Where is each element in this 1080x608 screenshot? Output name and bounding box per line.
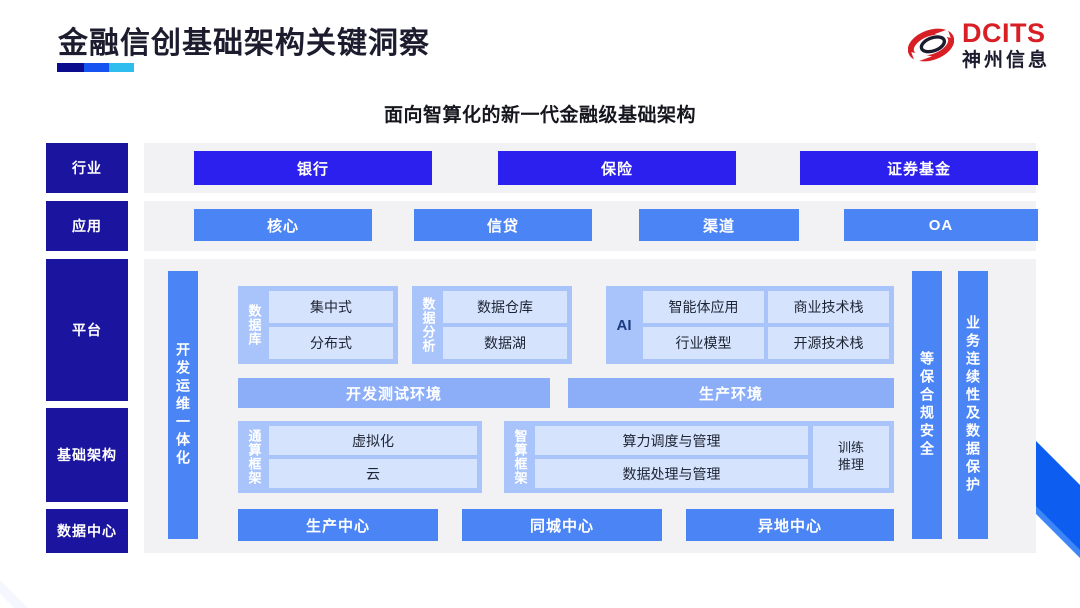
sidebar-item-datacenter[interactable]: 数据中心: [46, 509, 128, 553]
ai-item-opensource-stack[interactable]: 开源技术栈: [768, 327, 889, 359]
application-chip-oa[interactable]: OA: [844, 209, 1038, 241]
general-compute-item-virtualization[interactable]: 虚拟化: [269, 426, 477, 455]
datacenter-chip-production[interactable]: 生产中心: [238, 509, 438, 541]
group-intelligent-compute-label: 智算框架: [512, 429, 528, 485]
layer-label-column: 行业 应用 平台 基础架构 数据中心: [46, 143, 128, 568]
industry-chip-insurance[interactable]: 保险: [498, 151, 736, 185]
title-accent-underline: [57, 63, 134, 72]
application-chip-core[interactable]: 核心: [194, 209, 372, 241]
analysis-item-warehouse[interactable]: 数据仓库: [443, 291, 567, 323]
datacenter-chip-metro[interactable]: 同城中心: [462, 509, 662, 541]
group-ai-label: AI: [616, 316, 632, 334]
ai-item-commercial-stack[interactable]: 商业技术栈: [768, 291, 889, 323]
train-label: 训练: [837, 440, 864, 456]
datacenter-chip-remote[interactable]: 异地中心: [686, 509, 894, 541]
ai-item-agent-app[interactable]: 智能体应用: [643, 291, 764, 323]
group-general-compute-label: 通算框架: [246, 429, 262, 485]
pillar-business-continuity[interactable]: 业务连续性及数据保护: [958, 271, 988, 539]
logo-wordmark: DCITS 神州信息: [961, 18, 1050, 71]
sidebar-item-industry[interactable]: 行业: [46, 143, 128, 193]
brand-logo: DCITS 神州信息: [907, 18, 1050, 71]
group-intelligent-compute-framework: 智算框架 算力调度与管理 数据处理与管理 训练 推理: [504, 421, 894, 493]
industry-chip-bank[interactable]: 银行: [194, 151, 432, 185]
intelligent-compute-item-scheduling[interactable]: 算力调度与管理: [535, 426, 808, 455]
logo-text-cn: 神州信息: [961, 50, 1050, 71]
page-subtitle: 面向智算化的新一代金融级基础架构: [383, 105, 696, 126]
sidebar-item-application[interactable]: 应用: [46, 201, 128, 251]
pillar-devops[interactable]: 开发运维一体化: [168, 271, 198, 539]
analysis-item-datalake[interactable]: 数据湖: [443, 327, 567, 359]
dcits-swirl-logo-icon: [907, 22, 955, 68]
group-data-analysis-label: 数据分析: [420, 297, 436, 353]
sidebar-item-platform[interactable]: 平台: [46, 259, 128, 401]
group-database: 数据库 集中式 分布式: [238, 286, 398, 364]
application-chip-channel[interactable]: 渠道: [639, 209, 799, 241]
page-title: 金融信创基础架构关键洞察: [58, 27, 430, 60]
pillar-compliance-security[interactable]: 等保合规安全: [912, 271, 942, 539]
general-compute-item-cloud[interactable]: 云: [269, 459, 477, 488]
ai-item-industry-model[interactable]: 行业模型: [643, 327, 764, 359]
database-item-distributed[interactable]: 分布式: [269, 327, 393, 359]
architecture-diagram: 行业 应用 平台 基础架构 数据中心 银行 保险 证券基金 核心 信贷 渠道 O…: [46, 143, 1038, 568]
page-header: 金融信创基础架构关键洞察 DCITS 神州信息: [0, 0, 1080, 90]
environment-bar-dev-test[interactable]: 开发测试环境: [238, 378, 550, 408]
industry-row: 银行 保险 证券基金: [144, 143, 1038, 193]
infer-label: 推理: [837, 457, 864, 472]
group-ai: AI 智能体应用 商业技术栈 行业模型 开源技术栈: [606, 286, 894, 364]
intelligent-compute-item-train-infer[interactable]: 训练 推理: [813, 426, 889, 488]
group-data-analysis: 数据分析 数据仓库 数据湖: [412, 286, 572, 364]
application-row: 核心 信贷 渠道 OA: [144, 201, 1038, 251]
platform-panel: 开发运维一体化 等保合规安全 业务连续性及数据保护 数据库 集中式 分布式 数据…: [144, 259, 1036, 553]
group-general-compute-framework: 通算框架 虚拟化 云: [238, 421, 482, 493]
industry-chip-securities[interactable]: 证券基金: [800, 151, 1038, 185]
database-item-centralized[interactable]: 集中式: [269, 291, 393, 323]
application-chip-credit[interactable]: 信贷: [414, 209, 592, 241]
group-database-label: 数据库: [246, 304, 262, 346]
sidebar-item-infrastructure[interactable]: 基础架构: [46, 408, 128, 502]
intelligent-compute-item-dataproc[interactable]: 数据处理与管理: [535, 459, 808, 488]
logo-text-en: DCITS: [961, 18, 1046, 48]
environment-bar-production[interactable]: 生产环境: [568, 378, 894, 408]
